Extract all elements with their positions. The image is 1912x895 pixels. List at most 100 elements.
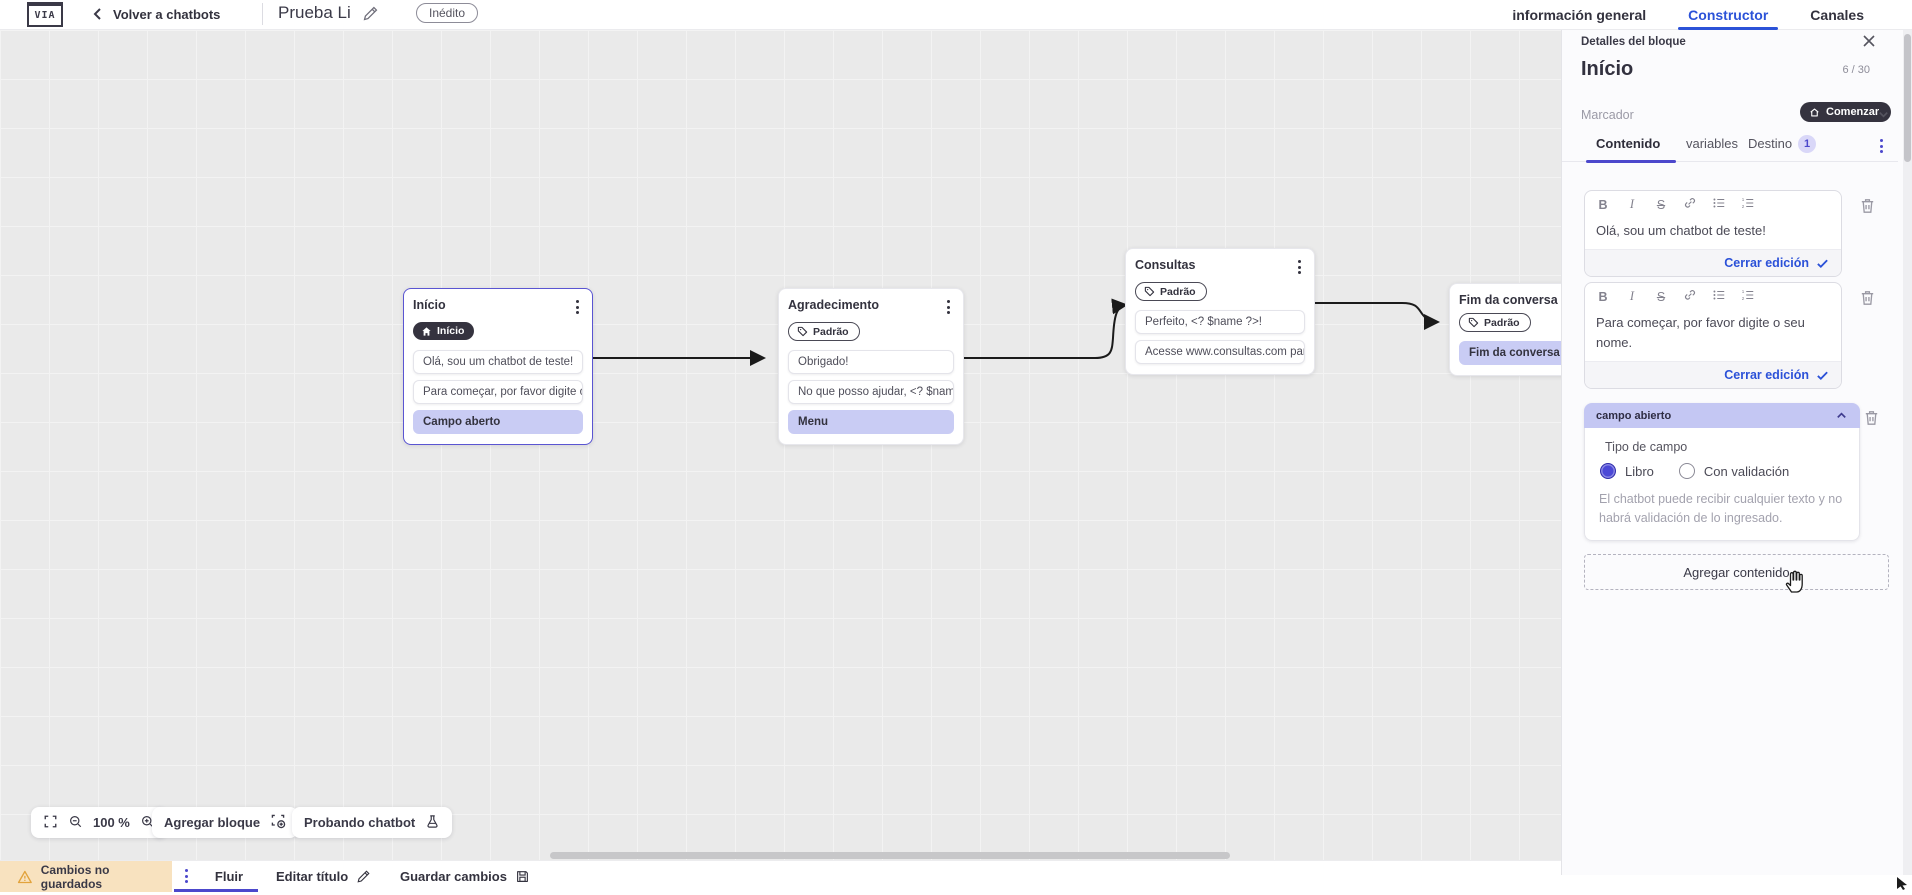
block-menu-icon[interactable] [572, 298, 583, 316]
close-edit-label: Cerrar edición [1724, 368, 1809, 383]
link-icon[interactable] [1683, 196, 1697, 213]
bold-icon[interactable]: B [1598, 197, 1608, 212]
bold-icon[interactable]: B [1598, 289, 1608, 304]
canvas-horizontal-scrollbar[interactable] [550, 852, 1230, 859]
radio-con-validacion[interactable] [1678, 463, 1695, 479]
warning-icon [17, 870, 32, 883]
radio-con-validacion-label: Con validación [1703, 463, 1790, 479]
tab-canales[interactable]: Canales [1810, 7, 1864, 23]
radio-libro-label: Libro [1625, 463, 1654, 479]
chatbot-title: Prueba Li [278, 3, 351, 22]
open-field-label: campo abierto [1596, 409, 1672, 422]
block-item-open-field[interactable]: Campo aberto [413, 409, 583, 434]
block-menu-icon[interactable] [1294, 258, 1305, 276]
test-chatbot-button[interactable]: Probando chatbot [292, 807, 453, 838]
field-type-label: Tipo de campo [1605, 440, 1688, 454]
svg-text:2: 2 [1742, 296, 1745, 301]
app-logo[interactable]: VIA [27, 2, 63, 27]
block-item-message[interactable]: Obrigado! [788, 350, 954, 374]
block-item-message[interactable]: Acesse www.consultas.com par... [1135, 340, 1305, 364]
link-icon[interactable] [1683, 288, 1697, 305]
edit-title-label: Editar título [276, 869, 349, 884]
marker-value-label: Comenzar [1826, 106, 1880, 118]
open-field-header[interactable]: campo abierto [1584, 403, 1860, 428]
marker-label: Marcador [1581, 108, 1634, 122]
trash-icon[interactable] [1858, 196, 1877, 220]
tab-contenido[interactable]: Contenido [1596, 136, 1661, 151]
bullet-list-icon[interactable] [1712, 196, 1726, 213]
badge-label: Padrão [1484, 316, 1520, 329]
trash-icon[interactable] [1858, 288, 1877, 312]
block-item-menu[interactable]: Menu [788, 410, 954, 434]
default-badge: Padrão [788, 322, 860, 341]
tab-constructor[interactable]: Constructor [1678, 1, 1779, 30]
strikethrough-icon[interactable]: S [1656, 289, 1666, 304]
marker-value-button[interactable]: Comenzar [1800, 102, 1892, 122]
default-badge: Padrão [1135, 282, 1207, 301]
flow-tab[interactable]: Fluir [214, 869, 244, 884]
save-changes-label: Guardar cambios [400, 869, 507, 884]
zoom-toolbar: 100 % [31, 807, 167, 838]
editor-text[interactable]: Para começar, por favor digite o seu nom… [1585, 309, 1841, 362]
block-title: Início [413, 298, 446, 312]
block-name-heading: Início [1581, 58, 1634, 80]
panel-scrollbar-track[interactable] [1903, 30, 1912, 875]
save-changes-button[interactable]: Guardar cambios [400, 861, 530, 892]
mouse-cursor-icon [1896, 876, 1909, 895]
flow-block-inicio[interactable]: Início Início Olá, sou um chatbot de tes… [403, 288, 593, 445]
block-counter: 6 / 30 [1842, 64, 1870, 76]
italic-icon[interactable]: I [1629, 197, 1635, 211]
italic-icon[interactable]: I [1629, 289, 1635, 303]
block-item-message[interactable]: No que posso ajudar, <? $name ... [788, 380, 954, 404]
block-details-panel: Detalles del bloque Início 6 / 30 Marcad… [1561, 30, 1912, 875]
close-edit-button[interactable]: Cerrar edición [1585, 249, 1841, 277]
start-badge: Início [413, 322, 475, 340]
block-item-message[interactable]: Para começar, por favor digite o ... [413, 379, 583, 404]
default-badge: Padrão [1459, 313, 1531, 332]
block-item-message[interactable]: Perfeito, <? $name ?>! [1135, 310, 1305, 334]
tab-informacion-general[interactable]: información general [1512, 7, 1647, 23]
save-icon [517, 871, 528, 882]
panel-menu-icon[interactable] [1876, 137, 1887, 155]
flow-block-consultas[interactable]: Consultas Padrão Perfeito, <? $name ?>! … [1125, 248, 1315, 375]
chevron-down-icon[interactable] [1877, 108, 1890, 126]
flow-block-agradecimento[interactable]: Agradecimento Padrão Obrigado! No que po… [778, 288, 964, 445]
badge-label: Início [437, 325, 465, 337]
block-item-message[interactable]: Olá, sou um chatbot de teste! [413, 349, 583, 374]
svg-text:1: 1 [1742, 197, 1745, 202]
editor-text[interactable]: Olá, sou um chatbot de teste! [1585, 217, 1841, 250]
close-edit-button[interactable]: Cerrar edición [1585, 361, 1841, 389]
chevron-up-icon [1837, 412, 1846, 418]
close-icon[interactable] [1862, 34, 1876, 53]
zoom-out-icon[interactable] [68, 814, 83, 832]
hand-cursor-icon [1783, 568, 1807, 599]
add-block-button[interactable]: Agregar bloque [152, 807, 299, 838]
strikethrough-icon[interactable]: S [1656, 197, 1666, 212]
edit-title-pencil-icon[interactable] [362, 5, 379, 27]
top-tabs: información general Constructor Canales [1508, 0, 1868, 30]
back-chevron-icon[interactable] [90, 6, 106, 27]
tab-variables[interactable]: variables [1686, 136, 1739, 151]
test-chatbot-label: Probando chatbot [304, 815, 416, 830]
zoom-level: 100 % [93, 815, 130, 830]
trash-icon[interactable] [1862, 408, 1881, 432]
panel-title: Detalles del bloque [1581, 36, 1686, 48]
add-block-icon [270, 813, 286, 832]
back-to-chatbots-link[interactable]: Volver a chatbots [113, 7, 221, 22]
flask-icon [425, 814, 440, 832]
add-content-button[interactable]: Agregar contenido [1584, 554, 1889, 590]
destino-count-badge: 1 [1798, 135, 1816, 153]
radio-libro[interactable] [1600, 463, 1616, 479]
fit-screen-icon[interactable] [43, 814, 58, 832]
flow-menu-icon[interactable] [181, 867, 192, 885]
bullet-list-icon[interactable] [1712, 288, 1726, 305]
block-menu-icon[interactable] [943, 298, 954, 316]
panel-scrollbar-thumb[interactable] [1904, 34, 1911, 162]
tab-destino[interactable]: Destino [1748, 136, 1793, 151]
edit-title-button[interactable]: Editar título [276, 861, 371, 892]
